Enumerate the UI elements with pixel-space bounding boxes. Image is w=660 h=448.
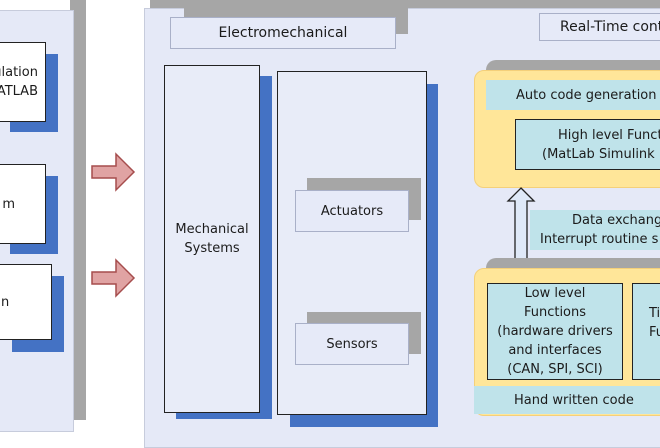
arrows-layer (91, 152, 136, 298)
data-exchange-line-1: Data exchang (572, 213, 660, 228)
flow-arrow-lower (91, 258, 136, 298)
auto-code-generation-label: Auto code generation (516, 87, 657, 103)
high-level-functions-box: High level Functi (MatLab Simulink m (515, 119, 660, 170)
left-box-3: n (0, 264, 52, 340)
actuators-label: Actuators (320, 203, 384, 219)
hand-written-code-label: Hand written code (514, 392, 634, 408)
electromechanical-label: Electromechanical (218, 24, 348, 41)
realtime-header: Real-Time contr (539, 13, 660, 41)
left-box-3-label: n (1, 294, 10, 310)
left-box-1-line-1: ulation (0, 65, 38, 80)
low-level-line-4: and interfaces (508, 343, 602, 358)
high-level-line-2: (MatLab Simulink m (542, 146, 660, 162)
mechanical-systems-box: Mechanical Systems (164, 65, 260, 413)
low-level-line-5: (CAN, SPI, SCI) (507, 362, 603, 377)
ti-line-1: Ti (649, 306, 660, 321)
left-box-2-label: m (2, 196, 15, 212)
hand-written-code-bar: Hand written code (474, 386, 660, 414)
low-level-line-1: Low level (524, 286, 586, 301)
flow-arrow-upper (91, 152, 136, 192)
ti-line-2: Fu (649, 325, 660, 340)
left-box-2: m (0, 164, 46, 244)
sensors-label: Sensors (326, 336, 378, 352)
left-panel-shadow (70, 0, 86, 420)
left-box-1-line-2: ATLAB (0, 84, 38, 99)
high-level-line-1: High level Functi (558, 127, 660, 143)
low-level-functions-box: Low level Functions (hardware drivers an… (487, 283, 623, 380)
low-level-line-3: (hardware drivers (497, 324, 613, 339)
realtime-label: Real-Time contr (560, 18, 660, 35)
electromechanical-header: Electromechanical (170, 17, 396, 49)
left-box-1: ulation ATLAB (0, 42, 46, 122)
data-exchange-line-2: Interrupt routine s (540, 232, 659, 247)
low-level-line-2: Functions (523, 305, 587, 320)
actuators-box: Actuators (295, 190, 409, 232)
timer-functions-box: Ti Fu (632, 283, 660, 380)
auto-code-generation-bar: Auto code generation (486, 80, 660, 110)
mechanical-systems-label: Mechanical Systems (175, 222, 249, 256)
sensors-box: Sensors (295, 323, 409, 365)
data-exchange-box: Data exchang Interrupt routine s (530, 210, 660, 250)
